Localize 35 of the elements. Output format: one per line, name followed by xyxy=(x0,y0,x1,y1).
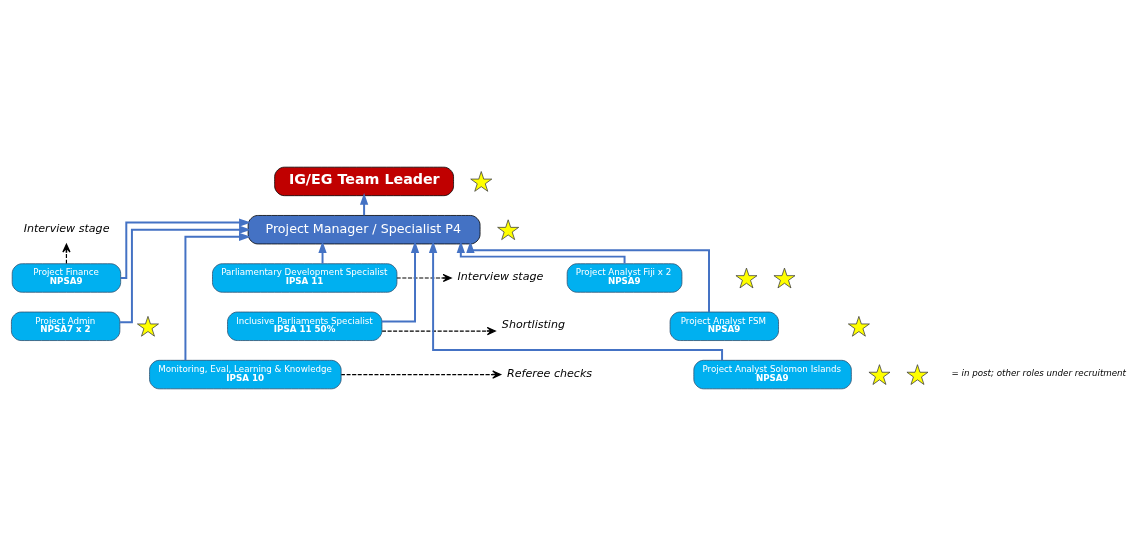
arrow xyxy=(428,240,724,361)
node-box: Project Manager / Specialist P4 xyxy=(247,214,481,244)
node-star xyxy=(497,218,520,240)
node-box: Project Finance NPSA9 xyxy=(11,262,122,293)
node-star xyxy=(847,315,870,337)
arrow xyxy=(184,232,251,361)
arrow xyxy=(396,273,452,282)
node-star xyxy=(735,267,758,288)
arrow xyxy=(466,240,710,313)
arrow xyxy=(340,369,502,379)
node-box: Project Admin NPSA7 x 2 xyxy=(11,311,121,341)
legend-label: = in post; other roles under recruitment xyxy=(951,367,1127,378)
node-box: Project Analyst Fiji x 2 NPSA9 xyxy=(566,262,683,293)
node-box: Inclusive Parliaments Specialist IPSA 11 50% xyxy=(227,311,383,341)
node-box: IG/EG Team Leader xyxy=(274,166,454,196)
node-text: Interview stage xyxy=(23,221,110,235)
arrow xyxy=(318,240,327,264)
node-star xyxy=(773,267,796,288)
node-star xyxy=(868,363,891,385)
node-text: Interview stage xyxy=(457,269,544,283)
node-box: Project Analyst Solomon Islands NPSA9 xyxy=(693,359,852,389)
arrow xyxy=(62,243,71,264)
node-box: Monitoring, Eval, Learning & Knowledge IPSA 10 xyxy=(149,359,342,389)
node-star xyxy=(137,315,159,337)
node-box: Parliamentary Development Specialist IPSA 11 xyxy=(212,262,398,293)
node-text: Shortlisting xyxy=(501,317,565,331)
arrow xyxy=(380,240,420,323)
arrow xyxy=(456,240,626,265)
node-box: Project Analyst FSM NPSA9 xyxy=(669,311,779,341)
node-star xyxy=(470,170,493,192)
node-text: Referee checks xyxy=(506,366,593,380)
node-star xyxy=(906,363,929,385)
arrow xyxy=(119,217,251,279)
arrow xyxy=(381,326,496,335)
arrow xyxy=(119,225,251,323)
